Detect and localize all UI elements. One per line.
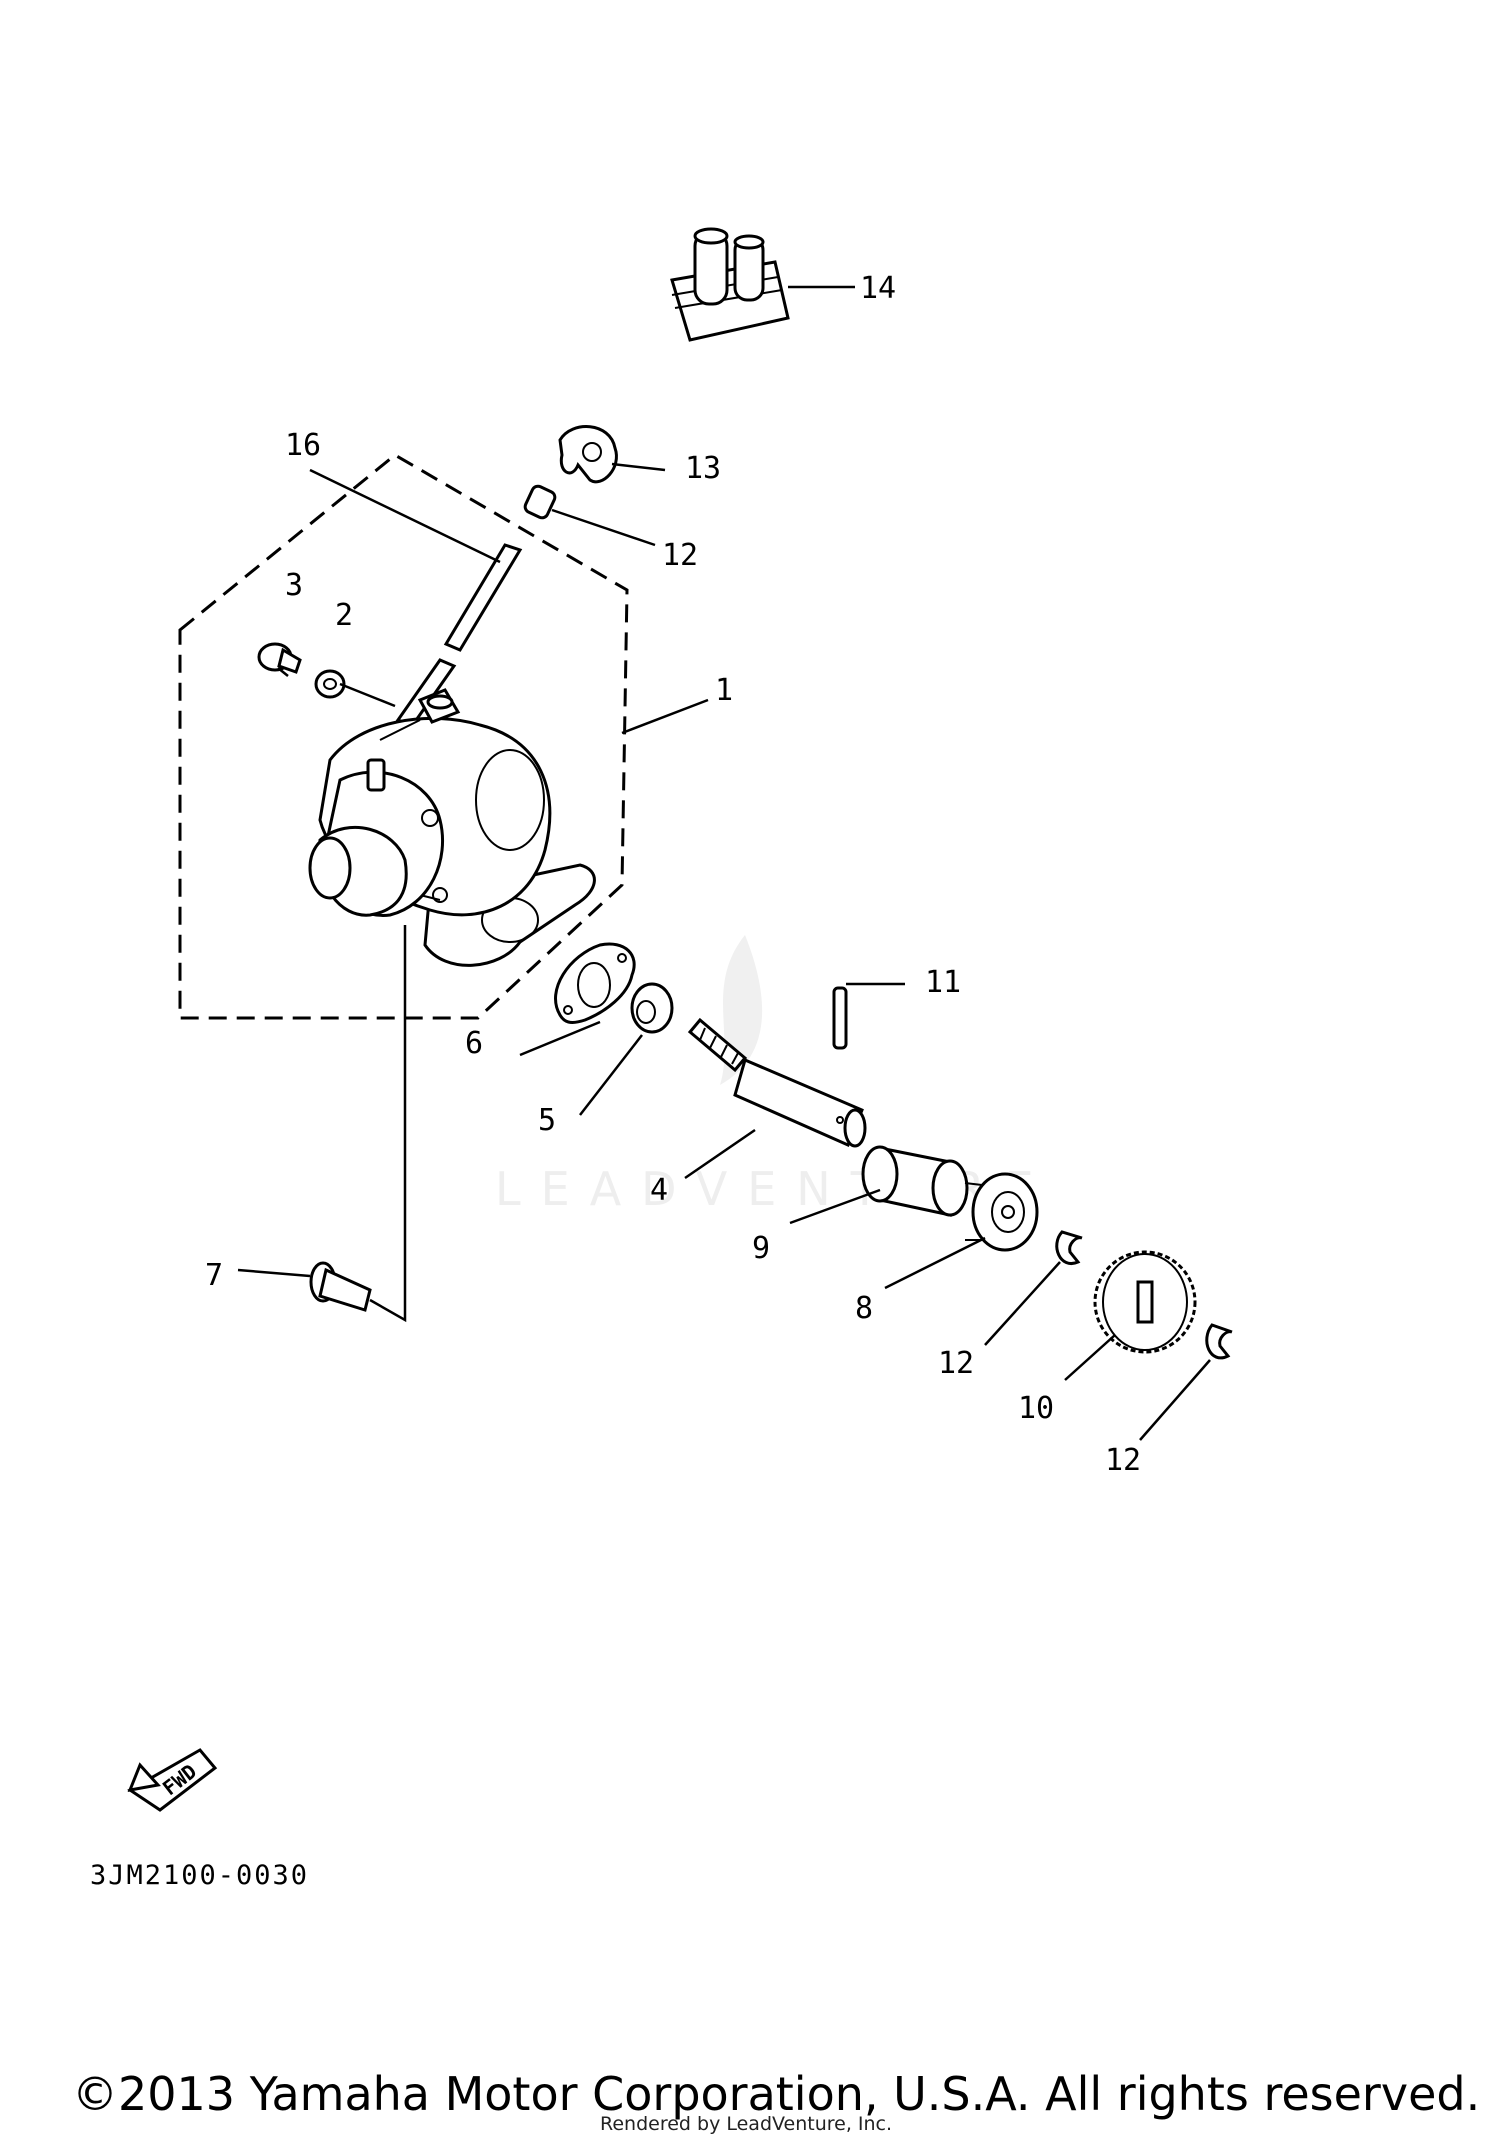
watermark-text: LEADVENTURE xyxy=(495,1162,1054,1216)
callout-7: 7 xyxy=(205,1258,223,1293)
part-3-screw xyxy=(257,642,302,674)
callout-12-lower: 12 xyxy=(1105,1443,1141,1478)
drawing-code: 3JM2100-0030 xyxy=(90,1860,309,1891)
copyright-notice: ©2013 Yamaha Motor Corporation, U.S.A. A… xyxy=(72,2067,1480,2121)
callout-4: 4 xyxy=(650,1173,668,1208)
fwd-arrow-icon: FWD xyxy=(127,1748,218,1812)
callout-15: 14 xyxy=(860,271,896,306)
callout-6: 6 xyxy=(465,1026,483,1061)
callout-13: 12 xyxy=(662,538,698,573)
part-16-hose xyxy=(395,543,523,728)
callout-10: 10 xyxy=(1018,1391,1054,1426)
callout-9: 9 xyxy=(752,1231,770,1266)
part-10-gear xyxy=(1093,1250,1197,1354)
callout-14: 13 xyxy=(685,451,721,486)
callout-5: 5 xyxy=(538,1103,556,1138)
callout-1: 1 xyxy=(715,673,733,708)
part-9-collar xyxy=(861,1145,969,1217)
part-7-bolt xyxy=(309,1261,372,1312)
part-12-circlip-a xyxy=(1055,1230,1083,1265)
part-12-circlip-b xyxy=(1205,1323,1233,1360)
callout-16: 16 xyxy=(285,428,321,463)
part-15-cover xyxy=(670,227,790,342)
callout-8: 8 xyxy=(855,1291,873,1326)
callout-11: 11 xyxy=(925,965,961,1000)
part-13-sleeve xyxy=(523,484,557,520)
part-5-seal xyxy=(630,982,674,1034)
callout-3: 3 xyxy=(285,568,303,603)
part-4-shaft xyxy=(687,1017,867,1148)
part-6-gasket xyxy=(554,942,636,1024)
leader-lines xyxy=(237,285,1211,1441)
part-1-oil-pump xyxy=(308,688,596,967)
part-14-clip xyxy=(558,425,618,484)
rendered-by: Rendered by LeadVenture, Inc. xyxy=(600,2113,892,2135)
part-2-washer xyxy=(314,669,346,699)
part-8-bearing xyxy=(964,1172,1039,1252)
assembly-boundary xyxy=(178,453,629,1020)
part-11-pin xyxy=(832,986,848,1050)
callout-12-upper: 12 xyxy=(938,1346,974,1381)
callout-2: 2 xyxy=(335,598,353,633)
